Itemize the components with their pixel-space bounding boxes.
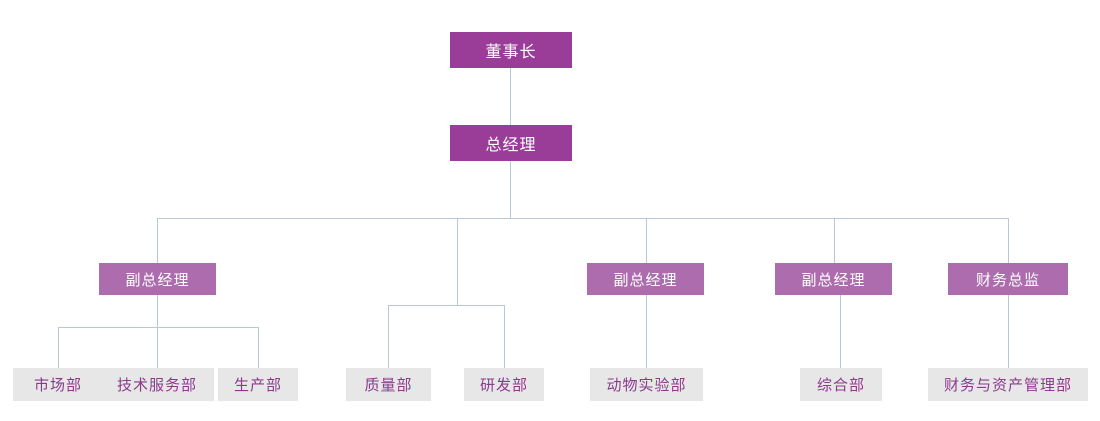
node-department-marketing[interactable]: 市场部 (13, 368, 103, 401)
node-department-general-affairs[interactable]: 综合部 (800, 368, 882, 401)
connector-drop-deputy-1 (157, 218, 158, 263)
node-deputy-general-manager-3[interactable]: 副总经理 (775, 263, 892, 295)
node-department-finance-asset[interactable]: 财务与资产管理部 (928, 368, 1088, 401)
connector-deputy-1-bar (58, 327, 258, 328)
connector-gm-stem (510, 161, 511, 218)
connector-drop-rnd (504, 305, 505, 368)
connector-quality-rnd-bar (388, 305, 505, 306)
connector-drop-deputy-2 (646, 218, 647, 263)
connector-drop-production (258, 327, 259, 368)
node-deputy-general-manager-2[interactable]: 副总经理 (587, 263, 704, 295)
connector-drop-quality (388, 305, 389, 368)
connector-drop-tech-service (157, 327, 158, 368)
node-department-quality[interactable]: 质量部 (346, 368, 431, 401)
node-general-manager[interactable]: 总经理 (450, 125, 572, 161)
connector-drop-marketing (58, 327, 59, 368)
connector-drop-quality-rnd-group (457, 218, 458, 305)
node-department-production[interactable]: 生产部 (218, 368, 298, 401)
connector-drop-deputy-3 (834, 218, 835, 263)
connector-chairman-to-gm (510, 68, 511, 125)
node-department-tech-service[interactable]: 技术服务部 (100, 368, 214, 401)
connector-drop-cfo (1008, 218, 1009, 263)
connector-cfo-to-finance-asset (1008, 295, 1009, 368)
connector-deputy-3-to-general-affairs (840, 295, 841, 368)
node-chairman[interactable]: 董事长 (450, 32, 572, 68)
node-department-animal-lab[interactable]: 动物实验部 (590, 368, 703, 401)
connector-deputy-1-stem (157, 295, 158, 327)
connector-main-distribution-bar (157, 218, 1009, 219)
connector-deputy-2-to-animal-lab (646, 295, 647, 368)
node-chief-financial-officer[interactable]: 财务总监 (948, 263, 1068, 295)
node-department-rnd[interactable]: 研发部 (464, 368, 544, 401)
node-deputy-general-manager-1[interactable]: 副总经理 (99, 263, 216, 295)
